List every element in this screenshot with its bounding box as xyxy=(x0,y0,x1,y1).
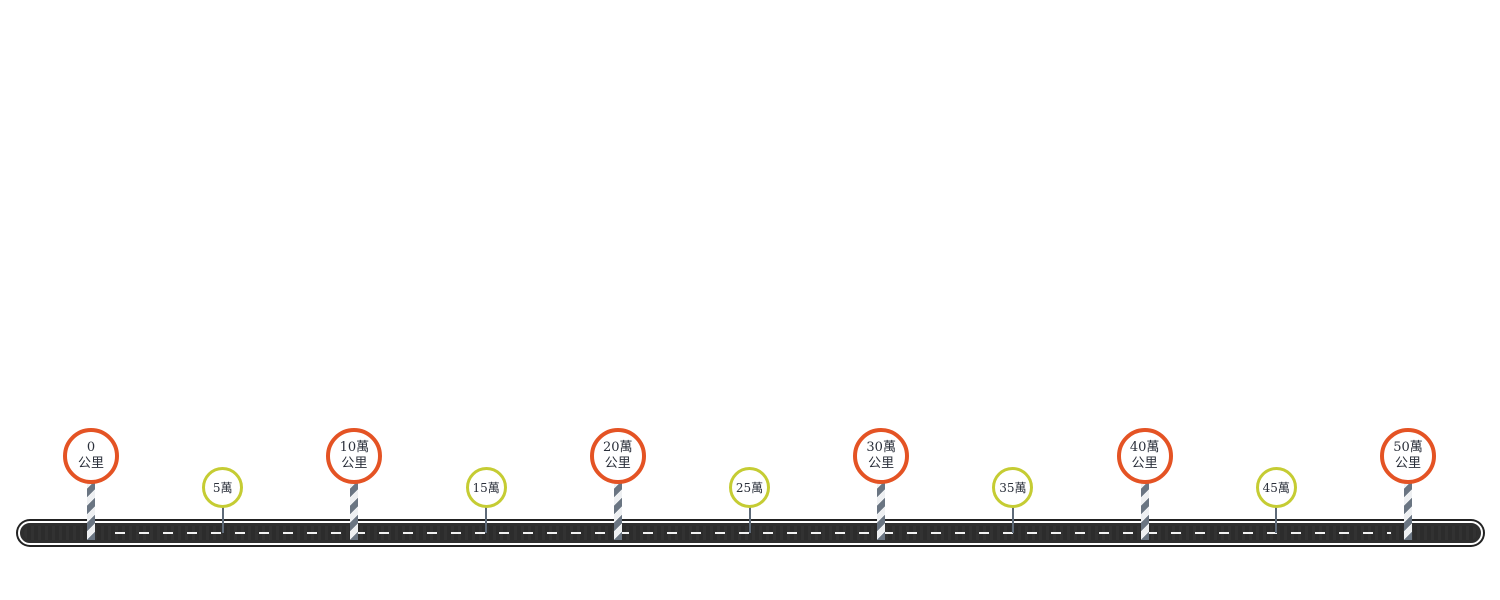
major-marker-post xyxy=(1140,482,1149,540)
marker-value-label: 10萬 xyxy=(339,440,370,455)
marker-value-label: 50萬 xyxy=(1393,440,1423,455)
marker-value-label: 35萬 xyxy=(999,481,1027,495)
marker-unit-label: 公里 xyxy=(341,456,368,471)
minor-marker-post xyxy=(485,505,488,533)
minor-marker-post xyxy=(221,505,224,533)
marker-value-label: 20萬 xyxy=(603,440,633,455)
marker-unit-label: 公里 xyxy=(604,456,631,471)
major-marker-post xyxy=(350,482,359,540)
major-marker-post xyxy=(87,482,95,540)
marker-value-label: 0 xyxy=(86,440,96,455)
marker-unit-label: 公里 xyxy=(1131,456,1158,471)
minor-marker-sign: 5萬 xyxy=(202,467,244,508)
minor-marker-sign: 45萬 xyxy=(1255,467,1297,508)
marker-unit-label: 公里 xyxy=(868,456,895,471)
major-marker-sign: 40萬公里 xyxy=(1116,428,1173,484)
major-marker-sign: 50萬公里 xyxy=(1380,428,1436,484)
marker-value-label: 5萬 xyxy=(212,481,233,495)
marker-value-label: 30萬 xyxy=(866,440,896,455)
major-marker-sign: 30萬公里 xyxy=(853,428,910,484)
marker-value-label: 45萬 xyxy=(1262,481,1290,495)
marker-value-label: 25萬 xyxy=(735,481,764,495)
major-marker-post xyxy=(613,482,622,540)
marker-value-label: 40萬 xyxy=(1129,440,1160,455)
major-marker-sign: 20萬公里 xyxy=(589,428,646,484)
minor-marker-post xyxy=(748,505,751,533)
major-marker-sign: 10萬公里 xyxy=(326,428,383,484)
marker-unit-label: 公里 xyxy=(1394,456,1421,471)
minor-marker-sign: 35萬 xyxy=(992,467,1034,508)
lane-dashes xyxy=(115,532,1391,534)
minor-marker-post xyxy=(1011,505,1014,533)
road xyxy=(18,521,1483,545)
minor-marker-sign: 15萬 xyxy=(465,467,507,508)
major-marker-post xyxy=(1404,482,1412,540)
marker-unit-label: 公里 xyxy=(77,456,104,471)
major-marker-post xyxy=(877,482,886,540)
marker-value-label: 15萬 xyxy=(472,481,500,495)
minor-marker-sign: 25萬 xyxy=(729,467,770,508)
minor-marker-post xyxy=(1275,505,1278,533)
